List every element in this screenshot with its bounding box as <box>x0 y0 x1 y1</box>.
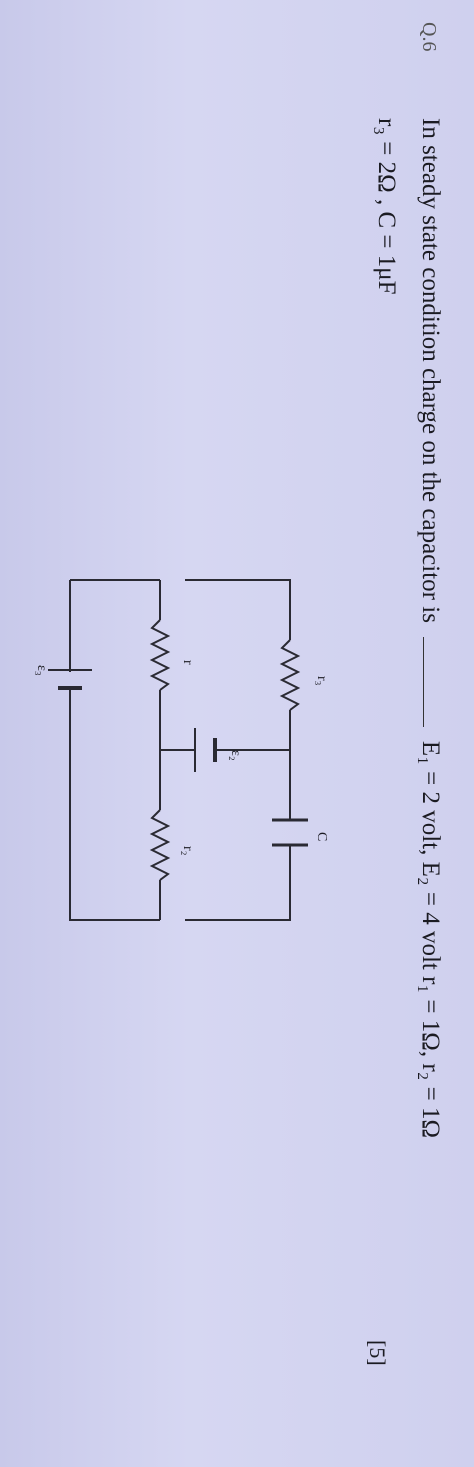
cell-e3-gap <box>60 672 80 686</box>
cell-e2 <box>194 728 217 772</box>
label-r3: r₃ <box>314 676 329 686</box>
cell-e3 <box>48 669 92 690</box>
label-r: r <box>180 660 195 665</box>
capacitor <box>272 818 308 847</box>
label-e2: ε₂ <box>228 750 243 761</box>
resistor-r3 <box>279 639 301 711</box>
label-r2: r₂ <box>180 846 195 856</box>
wire-right-bottom <box>185 845 291 921</box>
wire-right-top <box>185 579 291 640</box>
resistor-r <box>149 619 171 691</box>
outer-wire-left <box>69 580 160 921</box>
resistor-r2 <box>149 809 171 881</box>
label-e3: ε₃ <box>34 665 49 676</box>
label-capacitor: C <box>314 832 329 841</box>
